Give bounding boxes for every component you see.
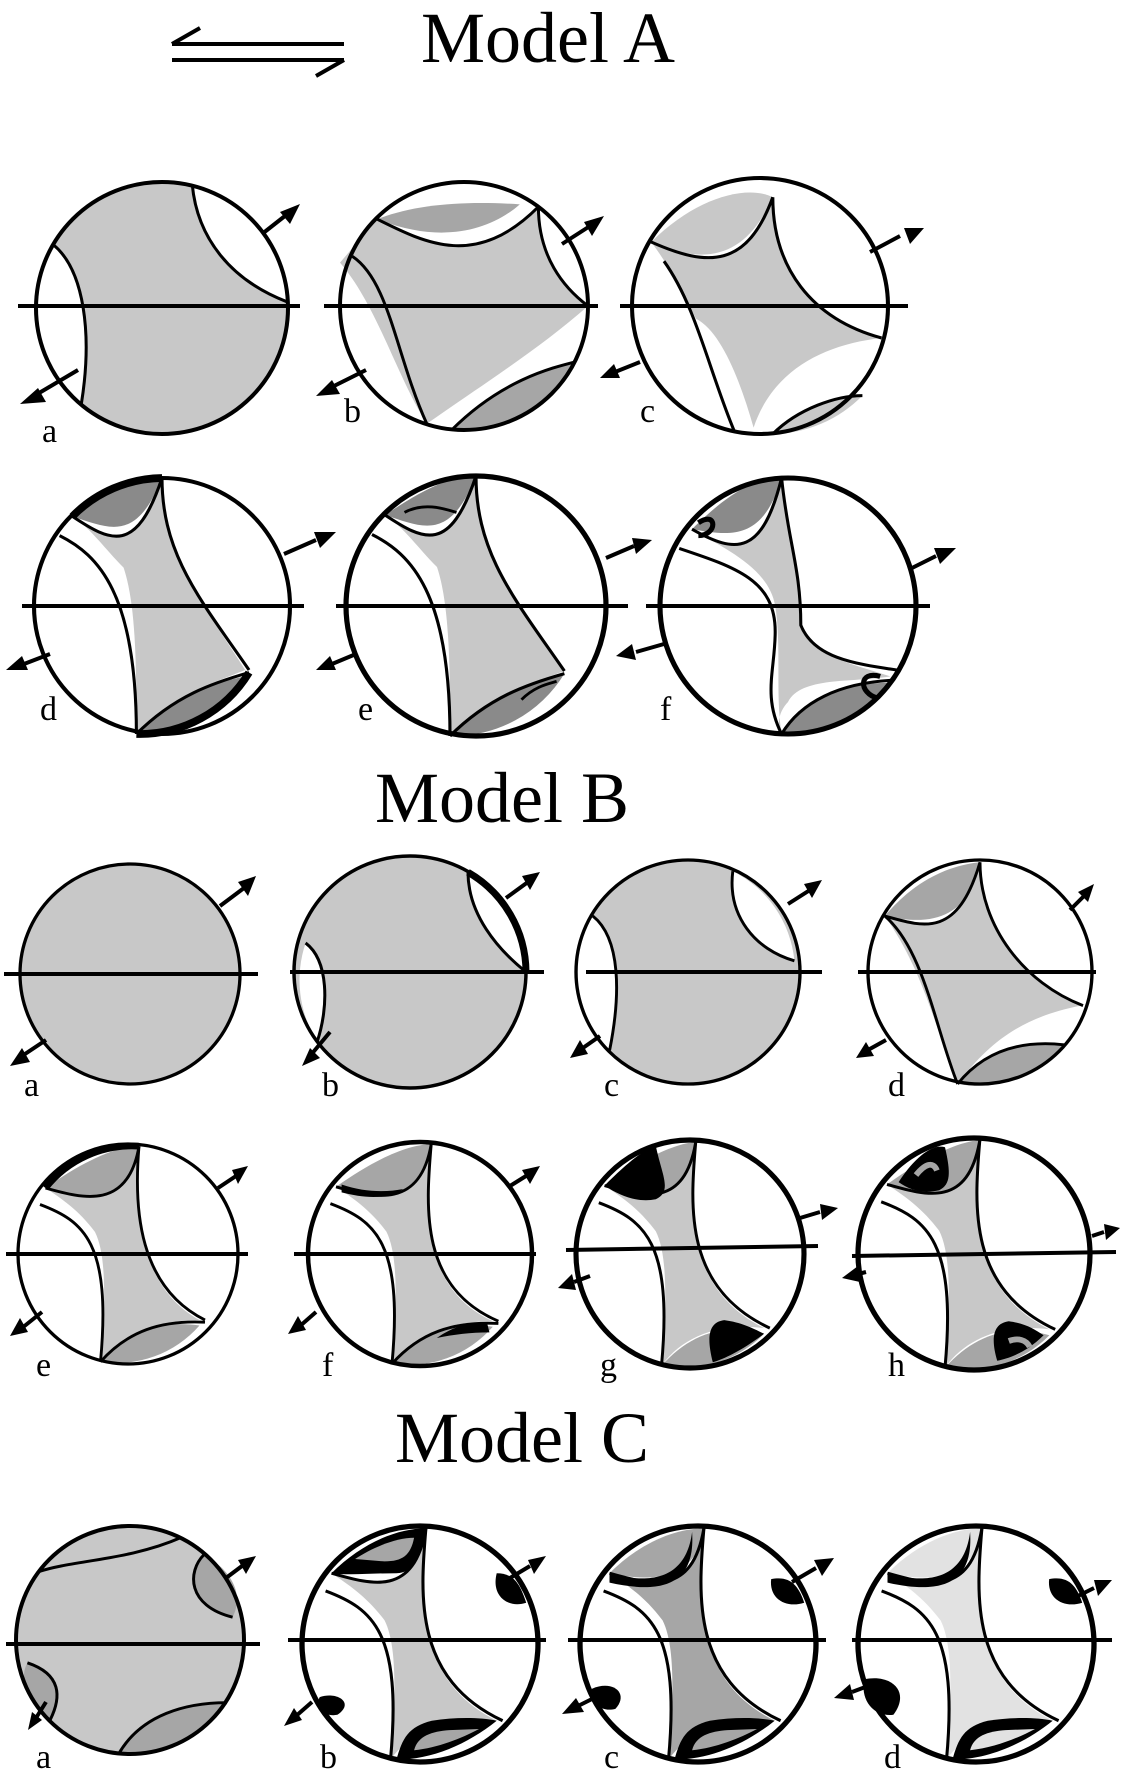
panel-label: c <box>604 1067 619 1104</box>
panel-label: d <box>884 1739 901 1776</box>
model-c-panel-a <box>14 1524 246 1756</box>
panel-label: b <box>322 1067 339 1104</box>
panel-label: d <box>888 1067 905 1104</box>
panel-label: f <box>322 1347 334 1384</box>
model-a-title: Model A <box>421 0 675 78</box>
double-half-arrow-icon <box>171 26 345 78</box>
panel-label: g <box>600 1347 617 1384</box>
panel-label: a <box>24 1067 39 1104</box>
model-c-panel-d <box>855 1523 1097 1765</box>
panel-label: d <box>40 691 57 728</box>
panel-label: a <box>36 1739 51 1776</box>
model-c-title: Model C <box>395 1398 649 1478</box>
panel-label: b <box>344 393 361 430</box>
panel-label: e <box>36 1347 51 1384</box>
model-b-title: Model B <box>375 758 629 838</box>
panel-label: e <box>358 691 373 728</box>
panel-label: f <box>660 691 672 728</box>
panel-label: h <box>888 1347 905 1384</box>
panel-label: a <box>42 413 57 450</box>
panel-label: c <box>604 1739 619 1776</box>
model-c-panel-c <box>577 1523 819 1765</box>
model-c-panel-b <box>299 1523 541 1765</box>
panel-label: b <box>320 1739 337 1776</box>
panel-label: c <box>640 393 655 430</box>
model-b-panel-g <box>573 1137 807 1371</box>
